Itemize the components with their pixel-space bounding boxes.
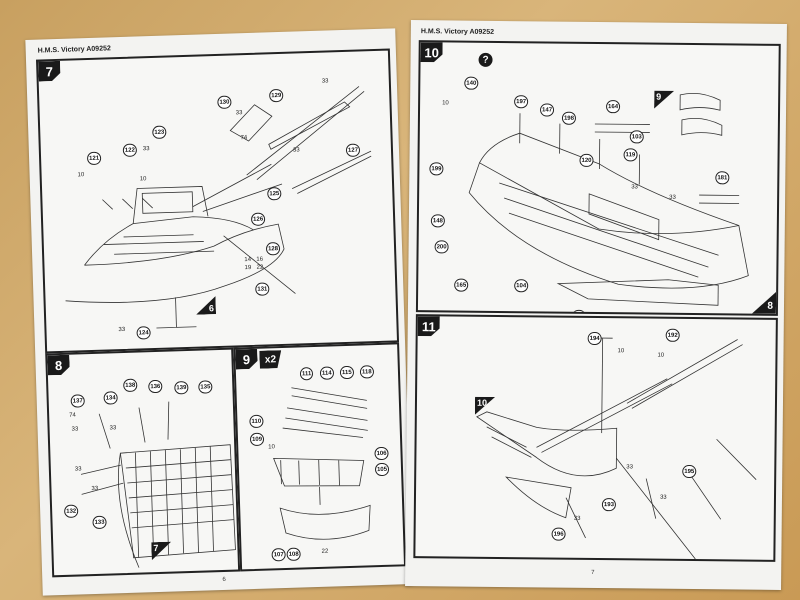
label-33: 33 — [321, 78, 329, 85]
label-33: 33 — [292, 147, 300, 154]
part-104: 104 — [514, 279, 529, 293]
label-33: 33 — [74, 466, 82, 473]
part-164: 164 — [606, 100, 621, 114]
step-8-panel: 8 7 137 134 138 136 139 135 132 133 74 — [45, 347, 241, 578]
step-11-panel: 11 10 194 192 193 195 196 10 10 — [413, 314, 778, 562]
part-196: 196 — [551, 527, 566, 541]
part-165: 165 — [454, 278, 469, 292]
step-9-panel: 9 x2 111 114 115 118 110 109 106 105 107… — [233, 342, 407, 572]
instruction-booklet: H.M.S. Victory A09252 7 — [25, 18, 796, 596]
page-number: 6 — [222, 576, 226, 584]
label-10: 10 — [139, 176, 147, 183]
label-19: 19 — [244, 264, 252, 272]
part-193: 193 — [601, 498, 616, 512]
label-33: 33 — [659, 494, 667, 501]
part-195: 195 — [682, 464, 697, 479]
label-10: 10 — [442, 100, 449, 107]
part-199: 199 — [429, 162, 444, 176]
label-33: 33 — [573, 515, 581, 522]
left-page: H.M.S. Victory A09252 7 — [25, 28, 413, 596]
step-10-panel: 10 ? 9 8 140 197 147 — [415, 40, 781, 316]
part-114: 114 — [319, 366, 334, 380]
page-header: H.M.S. Victory A09252 — [420, 28, 495, 36]
part-192: 192 — [665, 328, 680, 342]
part-103: 103 — [629, 130, 644, 144]
label-22: 22 — [321, 548, 329, 555]
ship-stern-illustration — [80, 401, 236, 568]
label-33: 33 — [118, 326, 126, 334]
label-33: 33 — [235, 110, 243, 117]
part-120: 120 — [579, 153, 594, 167]
part-148: 148 — [430, 214, 445, 228]
page-header: H.M.S. Victory A09252 — [37, 45, 111, 55]
label-22: 22 — [256, 264, 264, 271]
label-16: 16 — [256, 256, 264, 263]
bowsprit-illustration — [476, 337, 757, 560]
part-181: 181 — [715, 171, 730, 185]
part-197: 197 — [514, 95, 529, 109]
part-200: 200 — [434, 240, 449, 254]
part-194: 194 — [587, 331, 602, 346]
part-140: 140 — [464, 76, 479, 90]
label-33: 33 — [91, 485, 99, 493]
part-115: 115 — [339, 365, 354, 380]
label-74: 74 — [240, 135, 248, 142]
part-147: 147 — [539, 103, 555, 117]
label-10: 10 — [268, 444, 276, 451]
part-119: 119 — [623, 148, 638, 162]
label-10: 10 — [617, 348, 625, 355]
label-74: 74 — [69, 412, 76, 419]
label-33: 33 — [71, 426, 79, 433]
label-14: 14 — [244, 256, 252, 264]
page-number: 7 — [591, 569, 595, 576]
ship-bow-illustration — [65, 86, 372, 329]
label-33: 33 — [631, 184, 638, 191]
label-33: 33 — [626, 464, 634, 471]
part-118: 118 — [359, 365, 374, 379]
label-10: 10 — [657, 352, 665, 359]
boat-illustration — [273, 387, 371, 540]
step-7-panel: 7 6 130 129 — [35, 48, 400, 354]
label-33: 33 — [109, 425, 117, 432]
part-198: 198 — [561, 111, 577, 125]
part-110: 110 — [249, 414, 264, 429]
label-33: 33 — [142, 146, 150, 153]
label-10: 10 — [77, 172, 85, 179]
right-page: H.M.S. Victory A09252 10 ? 9 — [405, 20, 787, 590]
label-33: 33 — [669, 194, 676, 201]
